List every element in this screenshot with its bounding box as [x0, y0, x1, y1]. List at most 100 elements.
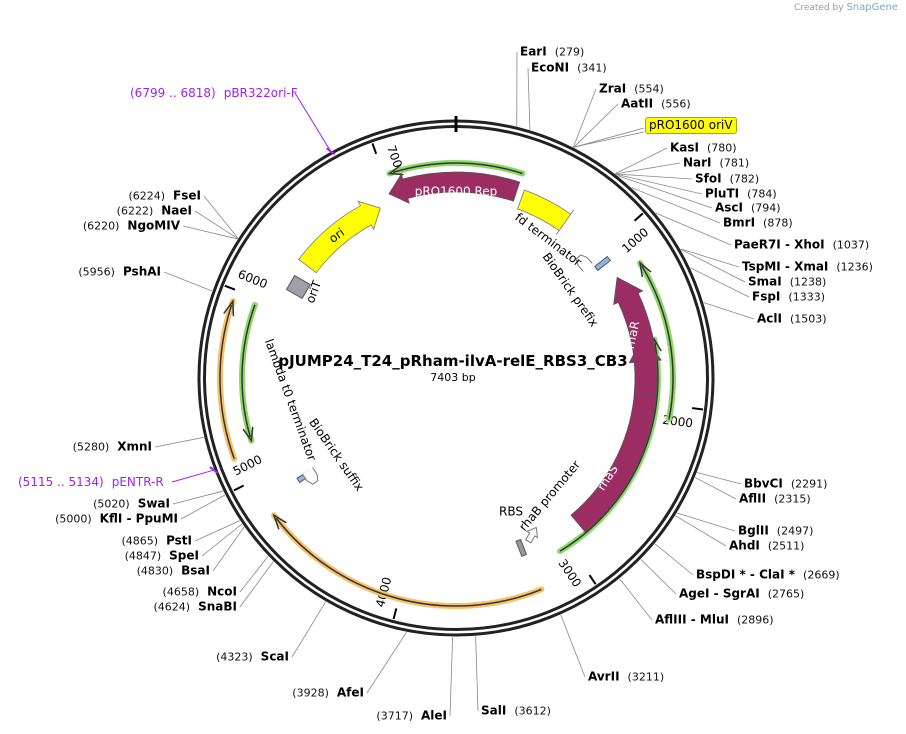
rhaR-track[interactable]: [641, 265, 674, 420]
enzyme-site[interactable]: BspDI * - ClaI *(2669): [696, 568, 840, 583]
primer-label[interactable]: (6799 .. 6818) pBR322ori-F: [130, 86, 298, 100]
enzyme-site[interactable]: FspI(1333): [752, 290, 825, 305]
enzyme-position: (4624): [153, 600, 191, 614]
enzyme-name: BbvCI: [744, 476, 783, 491]
primer-leader-line: [294, 92, 332, 152]
enzyme-site[interactable]: (5280)XmnI: [73, 440, 152, 455]
enzyme-name: NarI: [683, 155, 712, 170]
feature-pro1600-rep[interactable]: [388, 171, 521, 204]
feature-biobrick-prefix[interactable]: [594, 255, 612, 272]
enzyme-leader-line: [475, 636, 479, 712]
enzyme-position: (556): [661, 97, 691, 111]
feature-rbs[interactable]: [515, 538, 528, 557]
enzyme-site[interactable]: BmrI(878): [723, 216, 793, 231]
enzyme-site[interactable]: (4624)SnaBI: [154, 600, 237, 615]
enzyme-site[interactable]: TspMI - XmaI(1236): [742, 260, 873, 275]
enzyme-leader-line: [291, 601, 326, 658]
enzyme-leader-line: [694, 477, 737, 500]
enzyme-leader-line: [631, 187, 721, 224]
enzyme-site[interactable]: EarI(279): [520, 45, 584, 60]
enzyme-leader-line: [572, 88, 597, 148]
enzyme-site[interactable]: (5020)SwaI: [93, 497, 170, 512]
primer-marker: [326, 147, 336, 156]
enzyme-name: KasI: [670, 140, 700, 155]
feature-ori[interactable]: [298, 200, 381, 274]
rep-track[interactable]: [392, 162, 523, 175]
enzyme-site[interactable]: EcoNI(341): [531, 61, 607, 76]
enzyme-leader-line: [182, 225, 238, 240]
feature-rhaR[interactable]: [613, 276, 658, 396]
enzyme-site[interactable]: (3717)AleI: [376, 709, 447, 724]
primer-position: (6799 .. 6818): [130, 86, 216, 100]
plasmid-name-text: pJUMP24_T24_pRham-ilvA-relE_RBS3_CB3: [278, 352, 628, 370]
rhaS-track[interactable]: [559, 342, 659, 552]
enzyme-name: AvrII: [588, 669, 620, 684]
enzyme-site[interactable]: (6224)FseI: [128, 189, 201, 204]
green-track-left[interactable]: [241, 304, 256, 438]
primer-label[interactable]: (5115 .. 5134)pENTR-R: [18, 475, 164, 489]
enzyme-site[interactable]: NarI(781): [683, 156, 749, 171]
enzyme-name: AfeI: [336, 685, 364, 700]
primer-name: pENTR-R: [111, 475, 164, 489]
enzyme-site[interactable]: (5956)PshAI: [78, 265, 161, 280]
enzyme-position: (3612): [514, 704, 551, 718]
enzyme-site[interactable]: KasI(780): [670, 141, 737, 156]
enzyme-site[interactable]: AgeI - SgrAI(2765): [679, 587, 804, 602]
enzyme-site[interactable]: AhdI(2511): [729, 539, 804, 554]
enzyme-site[interactable]: (4323)ScaI: [216, 650, 289, 665]
enzyme-site[interactable]: AflII(2315): [739, 492, 811, 507]
enzyme-position: (6224): [128, 189, 166, 203]
enzyme-site[interactable]: BglII(2497): [738, 524, 813, 539]
enzyme-site[interactable]: (4830)BsaI: [137, 564, 210, 579]
enzyme-site[interactable]: SfoI (782): [695, 172, 759, 187]
enzyme-leader-line: [560, 614, 586, 678]
enzyme-site[interactable]: (4658)NcoI: [163, 585, 237, 600]
feature-label-pro1600-oriv[interactable]: pRO1600 oriV: [645, 117, 737, 134]
enzyme-position: (1333): [788, 290, 825, 304]
enzyme-site[interactable]: (5000)KflI - PpuMI: [55, 512, 178, 527]
enzyme-site[interactable]: (6222)NaeI: [117, 204, 192, 219]
enzyme-site[interactable]: AflIII - MluI(2896): [655, 613, 774, 628]
enzyme-site[interactable]: AscI(794): [715, 201, 781, 216]
enzyme-site[interactable]: ZraI(554): [599, 82, 664, 97]
enzyme-position: (3717): [376, 709, 413, 723]
enzyme-site[interactable]: (6220)NgoMIV: [83, 219, 180, 234]
enzyme-site[interactable]: (4847)SpeI: [125, 549, 199, 564]
enzyme-position: (2511): [767, 539, 805, 553]
enzyme-name: PaeR7I - XhoI: [734, 237, 825, 252]
enzyme-site[interactable]: PaeR7I - XhoI(1037): [734, 238, 869, 253]
enzyme-position: (5956): [78, 265, 115, 279]
enzyme-position: (5000): [55, 512, 92, 526]
enzyme-name: SfoI: [695, 171, 722, 186]
tick-mark: [691, 407, 704, 411]
enzyme-position: (2765): [767, 587, 805, 601]
orange-track-left[interactable]: [219, 304, 235, 459]
feature-lambda-t0-terminator[interactable]: [302, 467, 321, 486]
enzyme-site[interactable]: SmaI(1238): [748, 275, 826, 290]
enzyme-leader-line: [194, 210, 238, 239]
feature-oriT[interactable]: [285, 274, 311, 300]
enzyme-leader-line: [172, 490, 224, 505]
enzyme-site[interactable]: AatII(556): [621, 97, 691, 112]
tick-mark: [233, 484, 245, 492]
enzyme-leader-line: [194, 520, 240, 542]
enzyme-site[interactable]: PluTI(784): [705, 187, 777, 202]
orange-track-bottom[interactable]: [275, 517, 542, 607]
orange-track-left-arrowhead: [223, 298, 235, 317]
enzyme-name: EarI: [520, 44, 547, 59]
feature-rhab-promoter[interactable]: [523, 524, 541, 544]
enzyme-site[interactable]: (3928)AfeI: [292, 686, 364, 701]
enzyme-site[interactable]: AclI(1503): [757, 312, 827, 327]
enzyme-site[interactable]: AvrII(3211): [588, 670, 664, 685]
enzyme-site[interactable]: (4865)PstI: [121, 534, 192, 549]
feature-fd-terminator[interactable]: [574, 253, 593, 272]
enzyme-leader-line: [615, 162, 681, 175]
enzyme-position: (782): [729, 172, 760, 186]
enzyme-site[interactable]: BbvCI(2291): [744, 477, 827, 492]
oriv-leader-line: [573, 131, 645, 148]
primer-name: pBR322ori-F: [223, 86, 298, 100]
enzyme-leader-line: [163, 271, 213, 292]
enzyme-site[interactable]: SalI(3612): [481, 704, 551, 719]
feature-yellow-segment[interactable]: [517, 189, 574, 235]
